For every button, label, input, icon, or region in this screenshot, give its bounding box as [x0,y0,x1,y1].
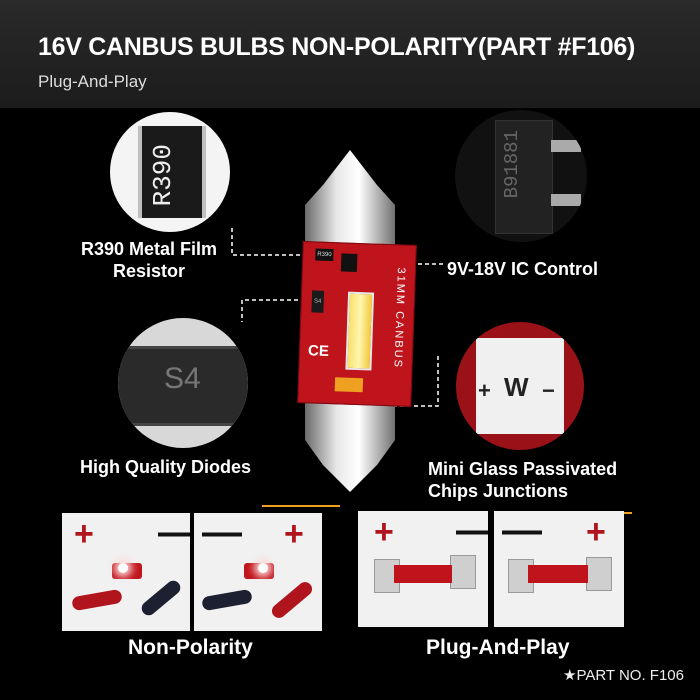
plus-sign: + [374,513,394,551]
chip-label: Mini Glass Passivated Chips Junctions [428,459,618,501]
non-polarity-photo-2: — + [194,513,322,631]
chip-plus-icon: + [478,378,491,403]
pcb-resistor: R390 [315,248,334,262]
resistor-zoom-circle: R390 [110,112,230,232]
plug-and-play-caption: Plug-And-Play [426,636,570,659]
black-clip [201,588,253,612]
chip-text: W [504,372,529,402]
pcb-capacitor [334,377,364,393]
page-subtitle: Plug-And-Play [38,72,147,91]
red-clip [71,588,123,612]
resistor-chip [138,126,206,218]
plug-and-play-photo-1: + — [358,511,488,627]
ic-chip [495,120,553,234]
ic-chip-text: B91881 [501,130,523,199]
diode-label: High Quality Diodes [80,457,252,477]
chip-minus-icon: − [542,378,555,403]
non-polarity-caption: Non-Polarity [128,636,253,659]
diode-chip-text: S4 [164,362,201,395]
diode-zoom-circle: S4 [118,318,248,448]
plus-sign: + [284,515,304,553]
pcb-ic [340,253,358,272]
pcb-led-chip [345,291,375,371]
pcb-diode: S4 [311,290,325,313]
pcb-ce-mark: CE [307,342,330,361]
minus-sign: — [158,513,190,552]
black-clip [138,577,184,619]
accent-line-left [262,505,340,507]
socket-right [586,557,612,591]
page-title: 16V CANBUS BULBS NON-POLARITY(PART #F106… [38,33,636,61]
diode-chip [118,346,248,426]
minus-sign: — [456,511,488,550]
socket-right [450,555,476,589]
ic-zoom-circle: B91881 [455,110,587,242]
part-number: ★PART NO. F106 [563,667,684,684]
chip-zoom-circle: W + − [456,322,584,450]
minus-sign: — [202,513,242,554]
non-polarity-photo-1: + — [62,513,190,631]
chip-body [476,338,564,434]
minus-sign: — [502,511,542,552]
header-banner: 16V CANBUS BULBS NON-POLARITY(PART #F106… [0,0,700,108]
resistor-label: R390 Metal Film Resistor [80,239,218,281]
red-clip [269,579,315,621]
plus-sign: + [586,513,606,551]
resistor-chip-text: R390 [148,144,178,207]
bulb-in-socket [394,565,452,583]
led-glow [258,563,268,573]
ic-label: 9V-18V IC Control [447,259,599,279]
pcb-text: 31MM CANBUS [391,267,407,370]
bulb-in-socket [528,565,588,583]
plug-and-play-photo-2: — + [494,511,624,627]
ic-pin [551,140,581,152]
bulb-pcb: R390 S4 CE 31MM CANBUS [297,241,417,407]
plus-sign: + [74,515,94,553]
ic-pin [551,194,581,206]
led-glow [118,563,128,573]
